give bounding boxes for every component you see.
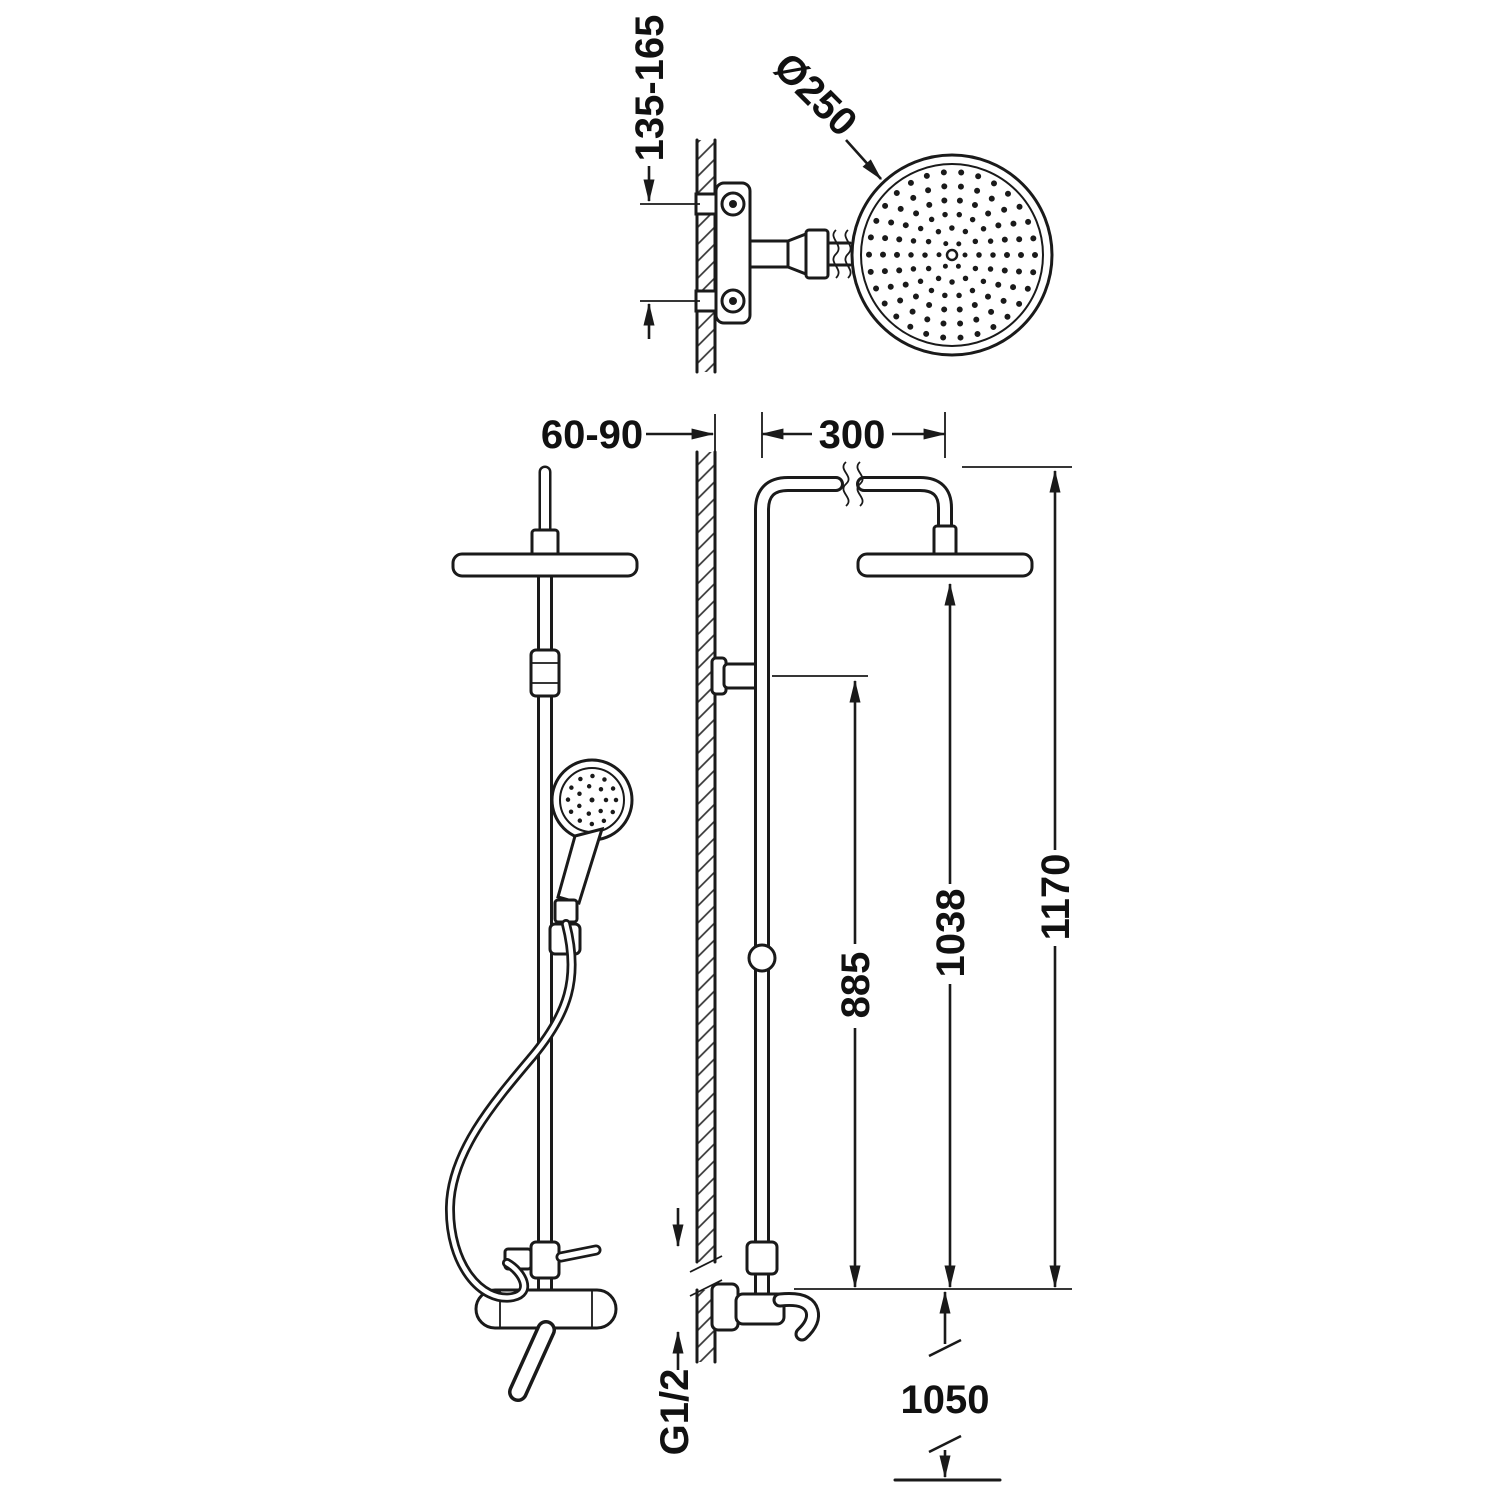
head-nut-side	[932, 524, 958, 558]
shower-hose-inner	[447, 921, 574, 1300]
nozzle-ring	[894, 197, 1010, 313]
hose-nut	[553, 898, 579, 924]
handshower-nozzles	[575, 783, 609, 817]
overhead-shower-rim	[860, 163, 1044, 347]
handshower-nozzles	[565, 773, 619, 827]
dim-text-gap	[812, 414, 892, 454]
nozzle-ring	[880, 183, 1024, 327]
wall-hatch-top	[697, 140, 715, 372]
nozzle-ring	[866, 169, 1038, 341]
wall-bracket-arm	[722, 662, 760, 690]
arm-taper	[786, 231, 808, 277]
dim-text-gap	[931, 884, 969, 984]
dim-bracket-height: 885	[834, 952, 878, 1019]
dim-text-gap	[836, 944, 874, 1028]
mixer-lever-inner	[511, 1323, 553, 1399]
break-squiggle	[832, 229, 840, 279]
dim-arm-projection: 300	[819, 413, 886, 457]
dim-head-height: 1038	[929, 889, 973, 978]
union-sleeve	[529, 648, 561, 698]
break-squiggle	[842, 461, 850, 507]
top-bend-pipe-inner	[757, 479, 841, 547]
rain-head-disc-side	[856, 552, 1034, 578]
mixer-body-side	[734, 1292, 786, 1326]
dim-head-diameter: Ø250	[765, 45, 865, 145]
top-plan-view: 135-165 Ø250	[628, 15, 1054, 374]
diverter-body	[529, 1240, 561, 1280]
rain-head-disc	[451, 552, 639, 578]
dim-total-height: 1170	[1034, 854, 1078, 941]
leader-arrow	[845, 139, 882, 180]
handshower-center-dot	[589, 797, 595, 803]
dim-wall-clearance: 60-90	[541, 413, 643, 457]
dim-text-gap	[1036, 850, 1074, 946]
wall-escutcheon	[710, 1282, 740, 1332]
dim-wall-fixing-spacing: 135-165	[628, 15, 672, 162]
overhead-shower-face	[850, 153, 1054, 357]
break-slash	[928, 1434, 962, 1454]
nozzle-ring	[922, 225, 982, 285]
dim-inlet-thread: G1/2	[653, 1369, 697, 1456]
arm-nut	[804, 228, 830, 280]
bolt-center-dot	[729, 200, 737, 208]
diverter-knob-inner	[558, 1247, 599, 1260]
dim-riser-height: 1050	[901, 1378, 990, 1422]
head-center	[945, 248, 959, 262]
break-slash	[928, 1338, 962, 1358]
handshower-handle	[556, 826, 605, 905]
bolt-center-dot	[729, 297, 737, 305]
slider-knob	[747, 943, 777, 973]
nozzle-ring	[936, 239, 968, 271]
side-view: 885 1038 1170 1050 G1/2	[653, 450, 1078, 1482]
head-nut	[530, 528, 560, 558]
wall-hatch-side-upper	[697, 452, 715, 1262]
mounting-plate	[714, 181, 752, 325]
upper-dimensions: 60-90 300	[541, 412, 947, 458]
nozzle-ring	[908, 211, 996, 299]
break-squiggle	[844, 229, 852, 279]
mixer-lever-side-inner	[775, 1295, 817, 1339]
top-arm-pipe-inner	[859, 479, 950, 535]
break-squiggle	[856, 461, 864, 507]
wall-break-mark	[689, 1255, 723, 1273]
front-view	[444, 465, 639, 1402]
diverter-body-side	[745, 1240, 779, 1276]
